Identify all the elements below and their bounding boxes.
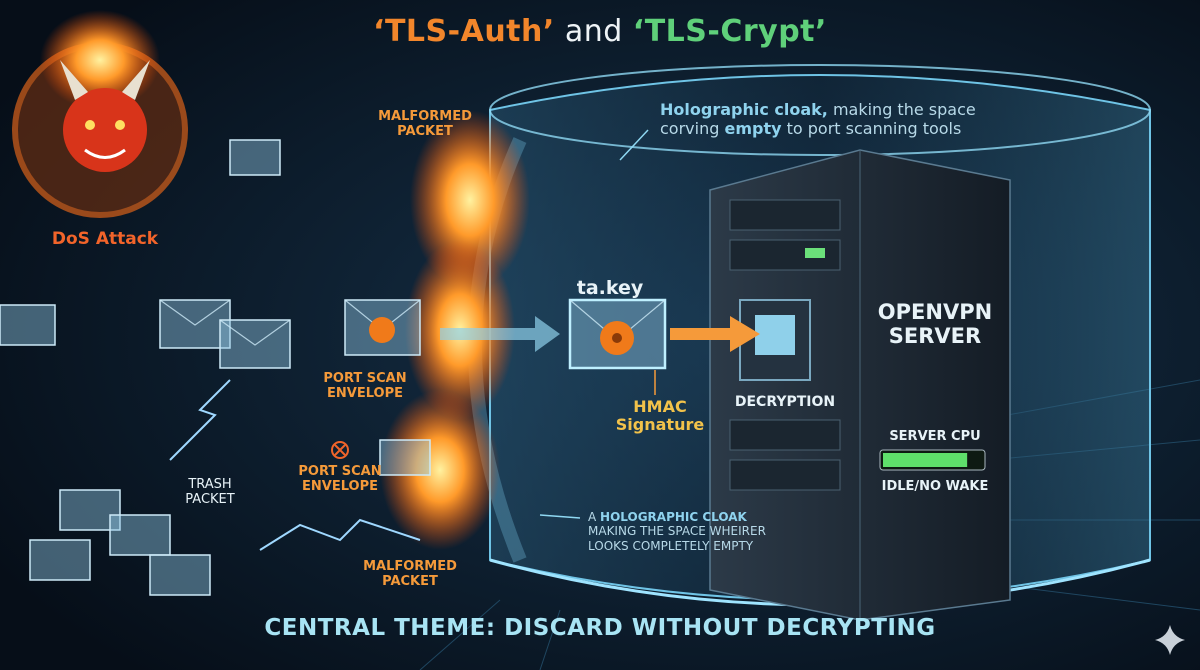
idle-label: IDLE/NO WAKE — [881, 479, 989, 494]
cloak-note-top: Holographic cloak, making the space corv… — [660, 100, 976, 139]
server-label: OPENVPN SERVER — [877, 300, 993, 349]
cpu-meter-fill — [883, 453, 968, 467]
central-theme: CENTRAL THEME: DISCARD WITHOUT DECRYPTIN… — [264, 615, 936, 641]
hmac-signature-label: HMAC Signature — [615, 397, 705, 435]
arrow-right-icon — [440, 316, 560, 352]
malformed-packet-label: MALFORMED PACKET — [378, 109, 472, 139]
sparkle-icon — [1155, 625, 1185, 655]
arrow-right-icon — [670, 316, 760, 352]
openvpn-server — [709, 149, 1011, 621]
dos-attack-label: DoS Attack — [51, 229, 159, 249]
decryption-label: DECRYPTION — [734, 394, 836, 410]
malformed-packet-label: MALFORMED PACKET — [363, 559, 457, 589]
cloak-note-bottom: A HOLOGRAPHIC CLOAK MAKING THE SPACE WHE… — [588, 510, 766, 553]
devil-attacker-icon — [12, 10, 188, 218]
trash-packet-label: TRASH PACKET — [185, 477, 235, 507]
lightning — [169, 379, 421, 551]
page-title: ‘TLS-Auth’ and ‘TLS-Crypt’ — [373, 14, 827, 49]
ta-key-label: ta.key — [576, 277, 644, 299]
server-cpu-label: SERVER CPU — [889, 429, 981, 444]
port-scan-label: PORT SCAN ENVELOPE — [298, 464, 382, 494]
port-scan-label: PORT SCAN ENVELOPE — [323, 371, 407, 401]
blocked-icon — [331, 441, 349, 459]
wax-seal-icon — [369, 317, 395, 343]
